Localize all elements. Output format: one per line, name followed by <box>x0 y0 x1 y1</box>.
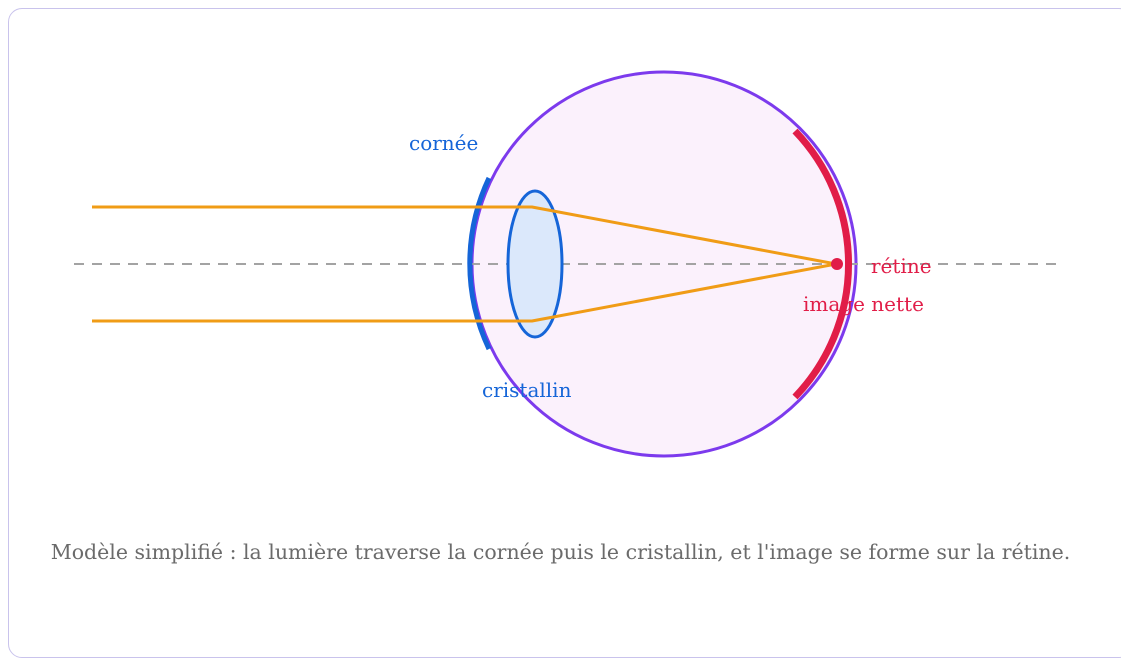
figure-caption: Modèle simplifié : la lumière traverse l… <box>50 540 1071 564</box>
retina-label: rétine <box>871 254 932 278</box>
retina-arc <box>792 128 853 400</box>
image-label: image nette <box>803 292 924 316</box>
lens-label: cristallin <box>482 378 572 402</box>
light-ray-top <box>92 205 837 266</box>
cornea-arc <box>467 176 492 351</box>
crystalline-lens <box>506 189 564 339</box>
light-ray-bottom <box>92 262 837 323</box>
eye-diagram: cornée cristallin rétine image nette <box>74 70 1062 458</box>
cornea-label: cornée <box>409 131 478 155</box>
focal-point <box>831 258 843 270</box>
